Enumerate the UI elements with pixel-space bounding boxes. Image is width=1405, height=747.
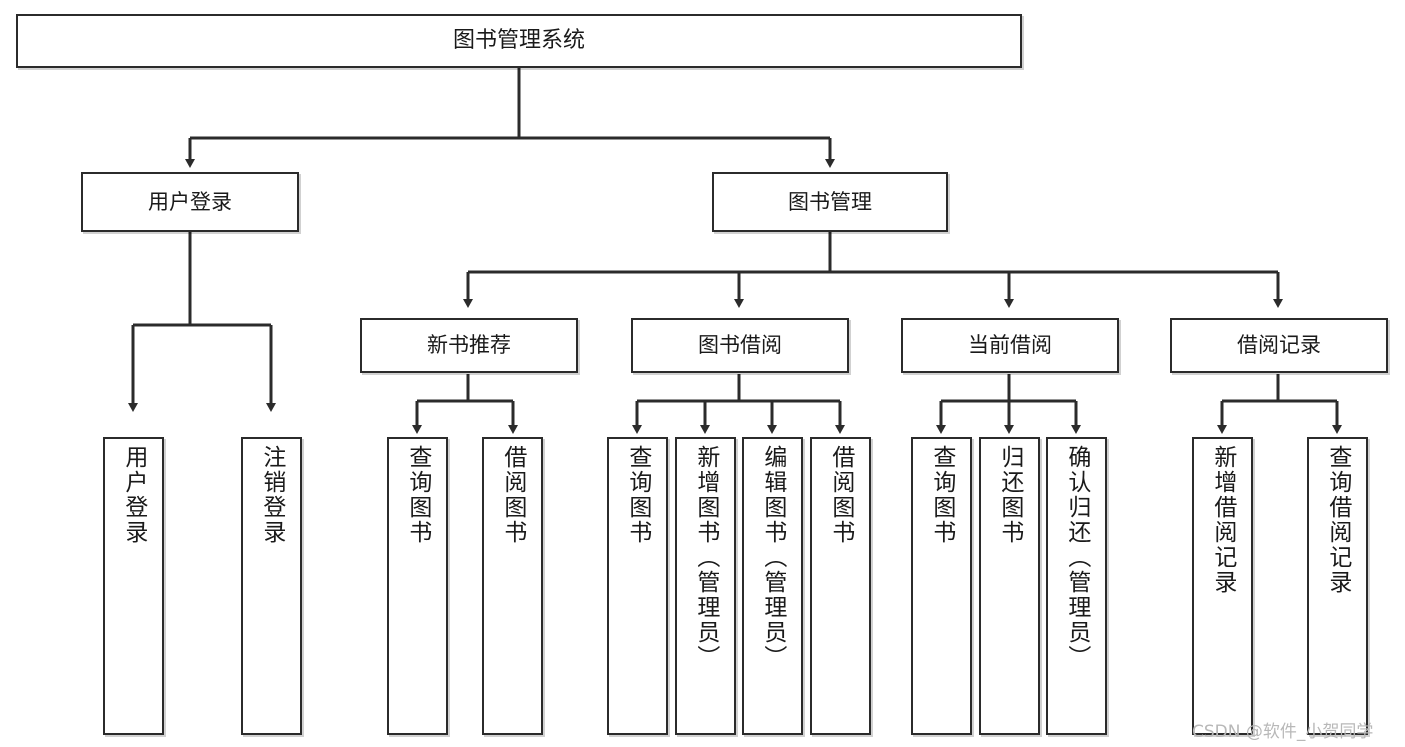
node-label-leaf-return-book: 归还图书 — [996, 445, 1023, 545]
node-leaf-edit-book[interactable]: 编辑图书（管理员） — [742, 437, 803, 735]
node-label-leaf-logout-login: 注销登录 — [258, 445, 285, 545]
node-label-leaf-borrow-book-2: 借阅图书 — [827, 445, 854, 545]
node-label-leaf-add-borrow-record: 新增借阅记录 — [1209, 445, 1236, 595]
node-label-leaf-add-book: 新增图书（管理员） — [692, 445, 719, 670]
node-label-leaf-query-book-1: 查询图书 — [404, 445, 431, 545]
node-leaf-query-book-1[interactable]: 查询图书 — [387, 437, 448, 735]
node-borrow-record[interactable]: 借阅记录 — [1170, 318, 1388, 373]
node-label-book-manage: 图书管理 — [788, 189, 872, 214]
node-label-book-borrow: 图书借阅 — [698, 333, 782, 358]
node-leaf-borrow-book-1[interactable]: 借阅图书 — [482, 437, 543, 735]
node-current-borrow[interactable]: 当前借阅 — [901, 318, 1119, 373]
node-label-leaf-query-borrow-record: 查询借阅记录 — [1324, 445, 1351, 595]
node-label-new-book-recommend: 新书推荐 — [427, 333, 511, 358]
node-leaf-query-borrow-record[interactable]: 查询借阅记录 — [1307, 437, 1368, 735]
node-label-leaf-edit-book: 编辑图书（管理员） — [759, 445, 786, 670]
node-label-leaf-confirm-return: 确认归还（管理员） — [1063, 445, 1090, 670]
node-user-login[interactable]: 用户登录 — [81, 172, 299, 232]
node-leaf-add-borrow-record[interactable]: 新增借阅记录 — [1192, 437, 1253, 735]
node-leaf-query-book-3[interactable]: 查询图书 — [911, 437, 972, 735]
node-root-system[interactable]: 图书管理系统 — [16, 14, 1022, 68]
node-label-leaf-user-login: 用户登录 — [120, 445, 147, 545]
csdn-watermark: CSDN @软件_小贺同学 — [1192, 722, 1374, 742]
node-label-leaf-query-book-2: 查询图书 — [624, 445, 651, 545]
node-label-user-login: 用户登录 — [148, 189, 232, 214]
node-leaf-confirm-return[interactable]: 确认归还（管理员） — [1046, 437, 1107, 735]
node-leaf-return-book[interactable]: 归还图书 — [979, 437, 1040, 735]
node-new-book-recommend[interactable]: 新书推荐 — [360, 318, 578, 373]
node-label-leaf-query-book-3: 查询图书 — [928, 445, 955, 545]
node-book-borrow[interactable]: 图书借阅 — [631, 318, 849, 373]
node-leaf-borrow-book-2[interactable]: 借阅图书 — [810, 437, 871, 735]
node-label-current-borrow: 当前借阅 — [968, 333, 1052, 358]
node-label-leaf-borrow-book-1: 借阅图书 — [499, 445, 526, 545]
node-label-root: 图书管理系统 — [452, 28, 585, 54]
node-leaf-add-book[interactable]: 新增图书（管理员） — [675, 437, 736, 735]
node-leaf-query-book-2[interactable]: 查询图书 — [607, 437, 668, 735]
node-label-borrow-record: 借阅记录 — [1237, 333, 1321, 358]
node-leaf-logout-login[interactable]: 注销登录 — [241, 437, 302, 735]
node-leaf-user-login[interactable]: 用户登录 — [103, 437, 164, 735]
node-book-manage[interactable]: 图书管理 — [712, 172, 948, 232]
